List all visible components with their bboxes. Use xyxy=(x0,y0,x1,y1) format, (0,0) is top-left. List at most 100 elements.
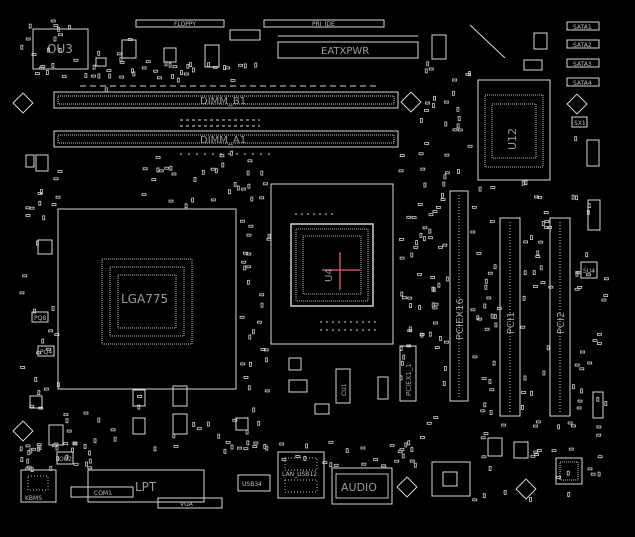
smd-passive xyxy=(48,329,54,333)
sata-label: SATA4 xyxy=(573,80,592,87)
smd-passive xyxy=(225,66,230,70)
smd-passive xyxy=(444,153,450,157)
com1-connector: COM1 xyxy=(70,486,134,498)
smd-passive xyxy=(587,467,593,471)
smd-passive xyxy=(400,360,404,366)
smd-passive xyxy=(57,26,60,32)
smd-passive xyxy=(236,446,242,450)
smd-passive xyxy=(566,470,570,476)
smd-passive xyxy=(247,385,251,391)
kbms-label: KBMS xyxy=(25,495,42,502)
smd-passive xyxy=(410,252,414,258)
lan-pins xyxy=(284,457,318,471)
nb-die xyxy=(290,223,374,307)
slot-outline xyxy=(549,217,571,417)
smd-passive xyxy=(119,75,125,79)
smd-passive xyxy=(428,236,433,240)
smd-passive xyxy=(489,388,495,392)
smd-passive xyxy=(230,444,234,450)
smd-passive xyxy=(523,375,527,381)
smd-passive xyxy=(483,402,487,408)
smd-passive xyxy=(440,198,446,202)
smd-passive xyxy=(260,170,264,176)
smd-passive xyxy=(31,53,37,56)
smd-part xyxy=(163,47,177,63)
smd-passive xyxy=(493,264,497,270)
smd-passive xyxy=(556,475,561,479)
smd-passive xyxy=(245,429,249,435)
smd-part xyxy=(523,59,543,71)
smd-passive xyxy=(58,47,62,53)
smd-passive xyxy=(180,70,183,75)
smd-passive xyxy=(419,232,423,238)
chip-balls xyxy=(559,461,579,481)
smd-passive xyxy=(246,170,250,176)
pq8-label: PQ8 xyxy=(34,315,46,322)
smd-part xyxy=(586,139,600,167)
smd-passive xyxy=(492,360,496,366)
nb-balls xyxy=(302,235,362,295)
smd-passive xyxy=(413,245,419,249)
smd-passive xyxy=(548,285,554,289)
smd-passive xyxy=(22,274,28,278)
smd-passive xyxy=(240,219,245,223)
smd-passive xyxy=(576,406,582,410)
smd-passive xyxy=(487,271,493,275)
smd-passive xyxy=(409,303,413,309)
com1-label: COM1 xyxy=(94,490,112,497)
smd-passive xyxy=(480,409,486,413)
dimm-outline xyxy=(53,91,399,109)
smd-passive xyxy=(263,444,267,449)
smd-passive xyxy=(456,106,460,112)
smd-passive xyxy=(503,489,507,495)
smd-passive xyxy=(433,302,439,306)
smd-passive xyxy=(397,450,403,454)
smd-passive xyxy=(587,203,591,209)
smd-passive xyxy=(443,365,447,371)
pci2-slot: PCI2 xyxy=(549,217,571,417)
smd-passive xyxy=(137,404,141,410)
smd-passive xyxy=(571,194,575,200)
smd-passive xyxy=(88,450,91,456)
smd-passive xyxy=(401,296,407,300)
smd-passive xyxy=(476,251,482,255)
smd-passive xyxy=(428,331,432,337)
smd-passive xyxy=(535,420,541,424)
dimm-pins xyxy=(57,134,395,144)
trace xyxy=(469,24,506,59)
smd-passive xyxy=(68,24,71,30)
sata-port xyxy=(566,77,600,87)
smd-passive xyxy=(428,213,434,217)
smd-passive xyxy=(145,60,151,63)
smd-passive xyxy=(452,78,458,82)
smd-passive xyxy=(171,172,177,176)
smd-passive xyxy=(433,416,439,420)
dimm-pins xyxy=(57,95,395,105)
kbms-connector: KBMS xyxy=(20,469,57,503)
pciex1-label: PCIEX1_1 xyxy=(405,363,413,396)
smd-passive xyxy=(575,271,579,277)
smd-part xyxy=(172,413,188,435)
passive-components xyxy=(19,19,609,502)
smd-passive xyxy=(116,52,122,56)
smd-passive xyxy=(486,296,492,300)
audio-connector: AUDIO xyxy=(331,467,393,505)
smd-passive xyxy=(536,448,542,452)
smd-passive xyxy=(36,240,39,246)
smd-passive xyxy=(29,206,35,210)
smd-part xyxy=(35,154,49,172)
smd-passive xyxy=(172,65,178,68)
smd-passive xyxy=(246,265,252,269)
smd-passive xyxy=(92,64,96,70)
smd-passive xyxy=(51,203,57,206)
smd-passive xyxy=(35,72,40,75)
smd-passive xyxy=(409,459,415,463)
smd-part xyxy=(95,57,107,67)
nb-label: U4 xyxy=(324,268,335,282)
smd-passive xyxy=(30,467,34,473)
smd-passive xyxy=(361,462,367,466)
smd-passive xyxy=(31,447,37,451)
smd-part xyxy=(487,437,503,457)
smd-passive xyxy=(141,193,147,196)
smd-passive xyxy=(262,182,268,186)
